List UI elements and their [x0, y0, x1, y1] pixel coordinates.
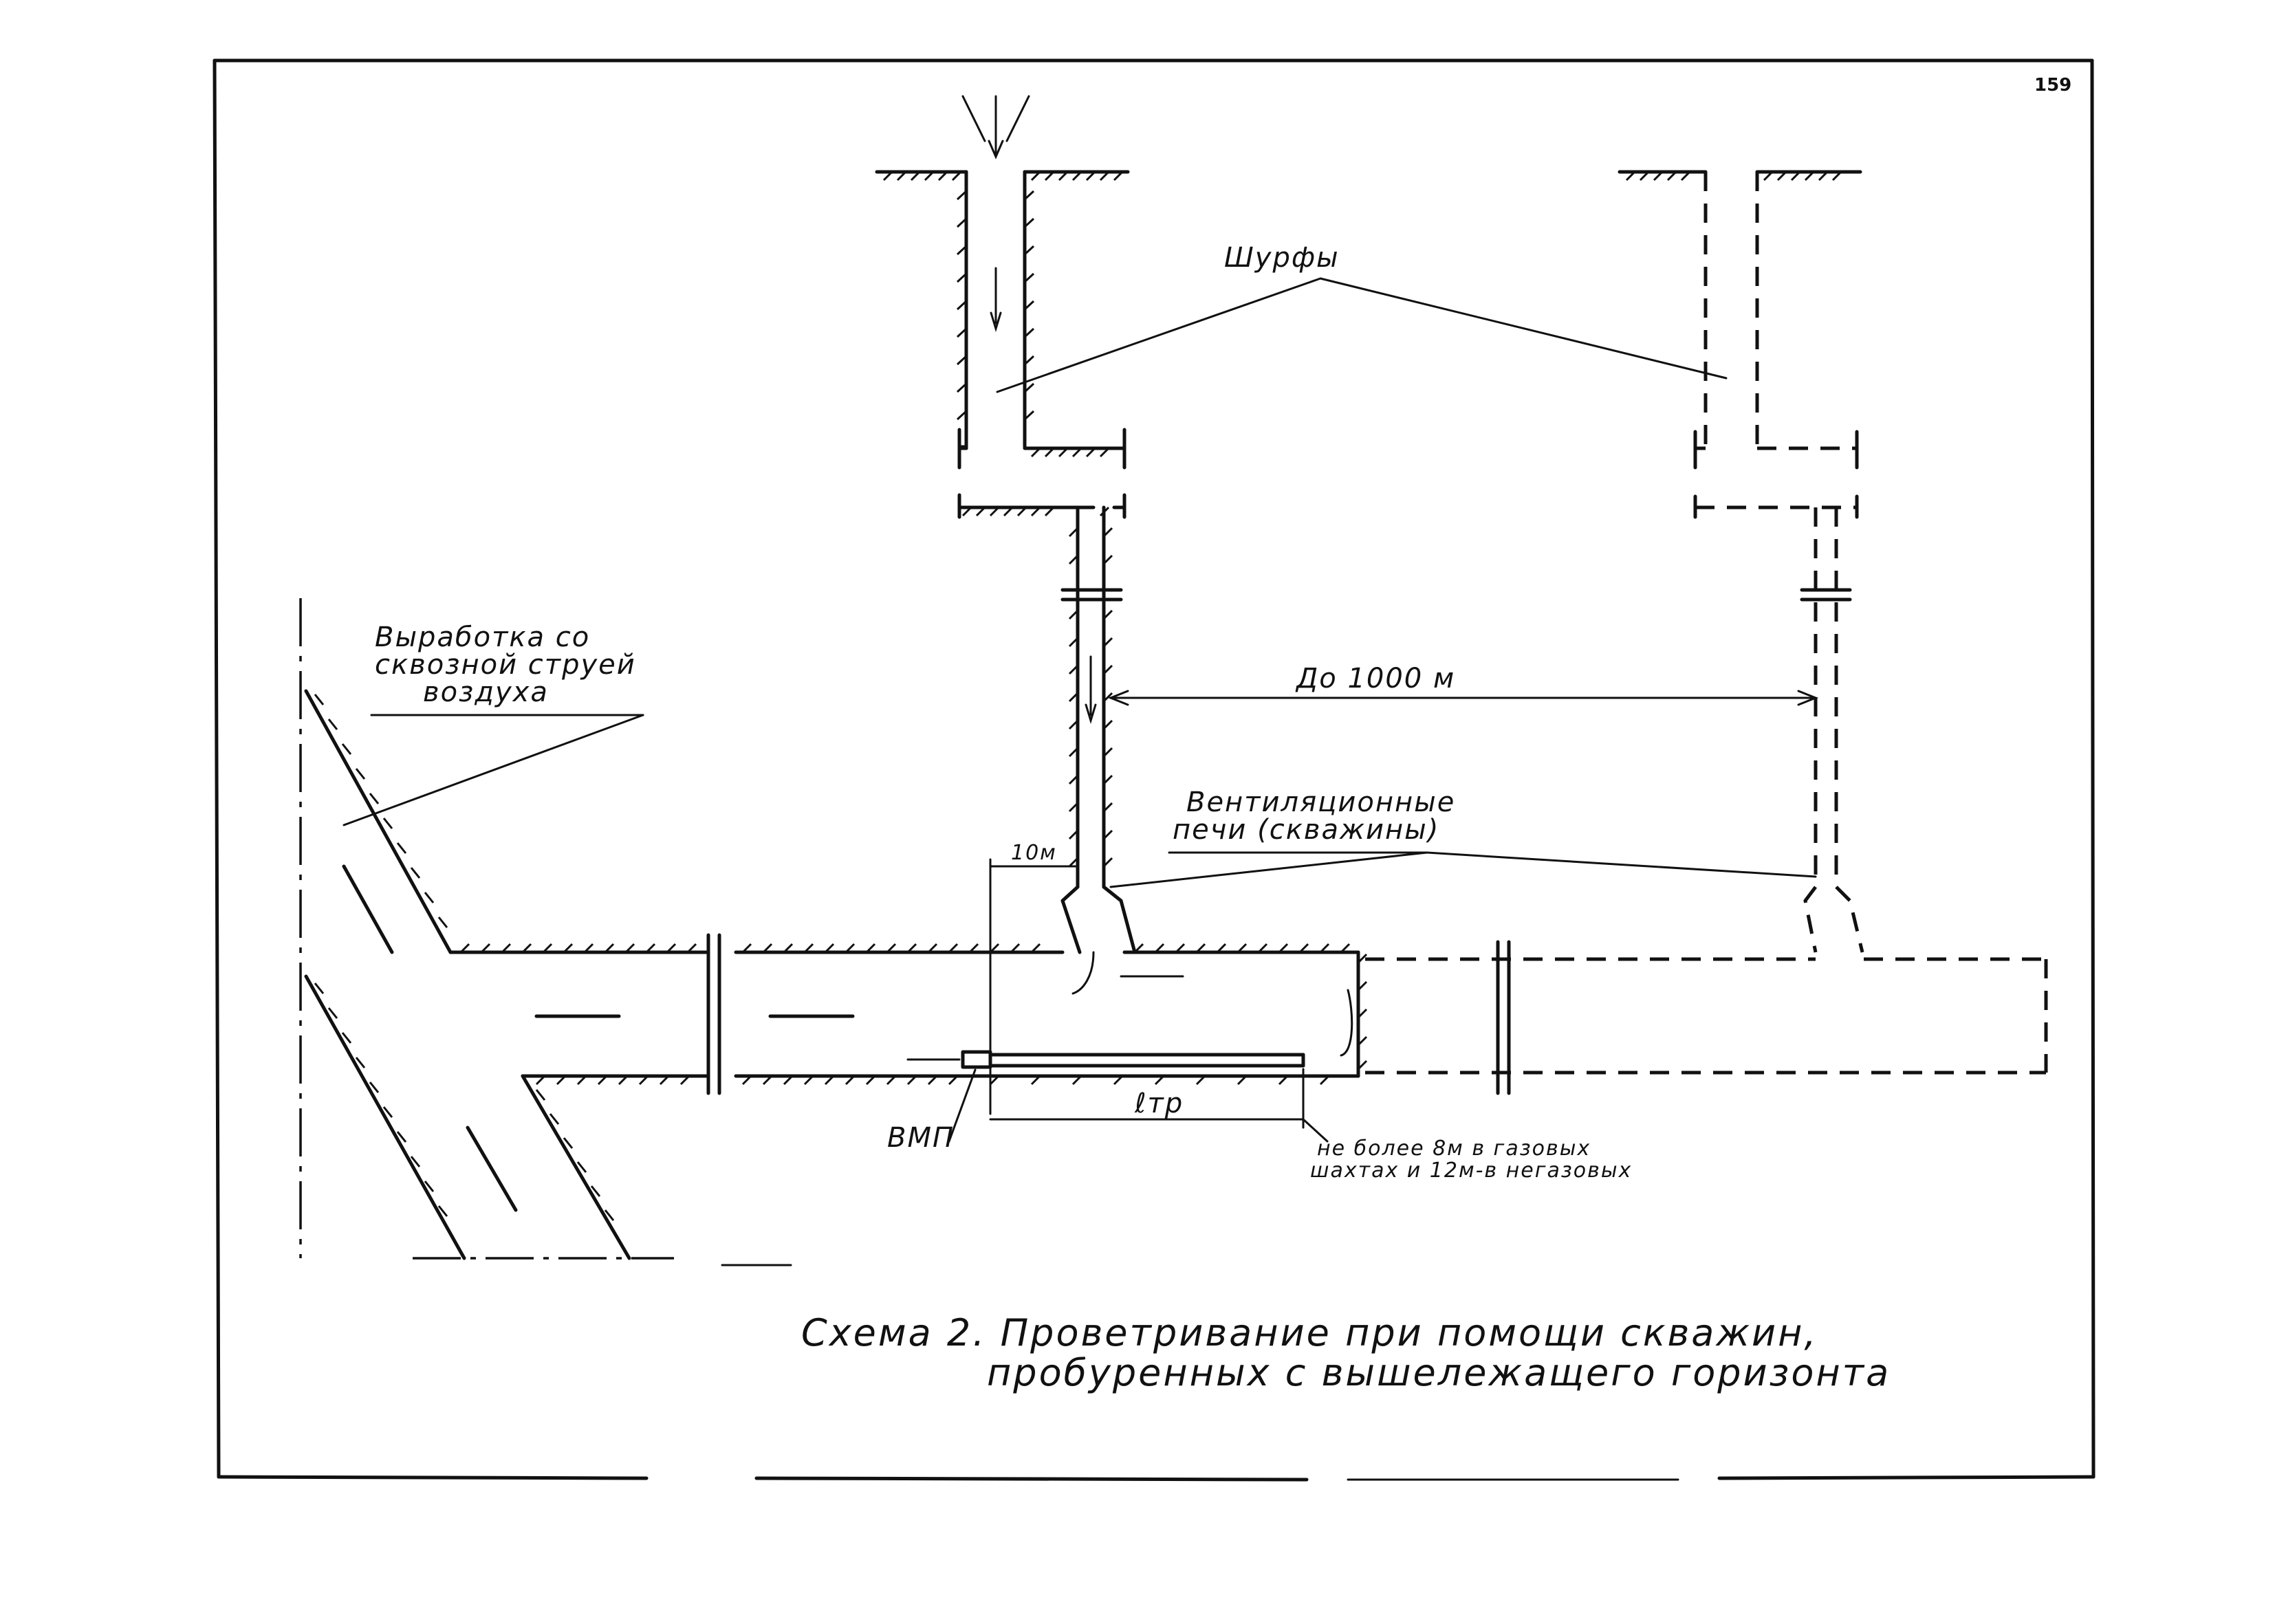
projected-drift: [1365, 940, 2048, 1095]
note-label-line1: не более 8м в газовых: [1317, 1137, 1591, 1161]
vyrabotka-label-line1: Выработка со: [375, 622, 590, 653]
pechi-label-line2: печи (скважины): [1173, 814, 1439, 846]
pechi-label-line1: Вентиляционные: [1186, 787, 1455, 818]
vyrabotka-label-line2: сквозной струей: [375, 649, 636, 681]
page-number: 159: [2034, 75, 2071, 96]
note-label-line2: шахтах и 12м-в негазовых: [1310, 1159, 1632, 1183]
vmp-label: ВМП: [887, 1122, 955, 1154]
shurfy-label: Шурфы: [1224, 242, 1340, 274]
ten-meter-label: 10м: [1011, 841, 1057, 865]
right-shaft-projected: [1618, 170, 1864, 953]
dimensions: [342, 277, 1819, 1143]
l-tr-label: ℓтр: [1134, 1088, 1184, 1119]
distance-label: До 1000 м: [1295, 663, 1455, 694]
left-shaft: [875, 95, 1130, 889]
page-frame: [213, 58, 2096, 1482]
vyrabotka-label-line3: воздуха: [423, 677, 549, 708]
caption-line2: пробуренных с вышележащего горизонта: [987, 1351, 1891, 1394]
main-drift: [299, 598, 1368, 1266]
caption-line1: Схема 2. Проветривание при помощи скважи…: [801, 1311, 1818, 1354]
